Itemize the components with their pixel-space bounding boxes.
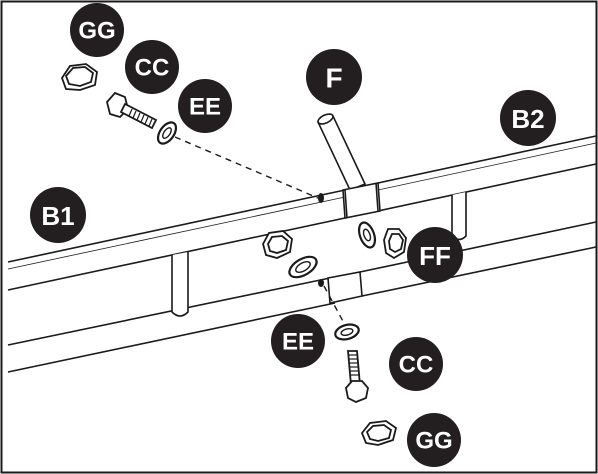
washer-middle-left: [288, 255, 318, 279]
badge-b2-text: B2: [511, 104, 544, 134]
badge-b1-text: B1: [41, 201, 74, 231]
badge-gg-bottom: GG: [407, 413, 461, 467]
badge-ee-bottom-text: EE: [282, 329, 314, 356]
badge-cc-top: CC: [125, 40, 179, 94]
badge-cc-bottom-text: CC: [399, 352, 434, 379]
nut-middle-left: [262, 230, 293, 259]
nut-gg-top: [60, 63, 98, 91]
badge-f-text: F: [325, 63, 342, 94]
badge-ee-top: EE: [178, 79, 232, 133]
nut-gg-bottom: [360, 420, 398, 446]
bolt-hole-upper: [318, 193, 324, 203]
bolt-hole-lower: [318, 279, 324, 287]
sleeve-connector-lower: [327, 271, 363, 304]
badge-ee-bottom: EE: [271, 314, 325, 368]
nut-ff: [383, 228, 407, 260]
bolt-cc-bottom: [345, 350, 369, 403]
sleeve-connector-upper: [342, 182, 381, 219]
badge-gg-top-text: GG: [78, 18, 115, 45]
washer-ee-top: [156, 121, 178, 145]
badge-ff: FF: [407, 227, 463, 283]
alignment-lines: [174, 136, 346, 326]
washer-middle-right: [357, 221, 377, 249]
badge-ee-top-text: EE: [189, 94, 221, 121]
badge-cc-top-text: CC: [135, 55, 170, 82]
badge-f: F: [306, 49, 362, 105]
rail-b-upper: [7, 135, 597, 291]
badge-ff-text: FF: [419, 241, 451, 271]
bolt-cc-top: [106, 91, 158, 130]
badge-cc-bottom: CC: [389, 337, 443, 391]
rail-stanchions: [171, 192, 467, 317]
badge-b2: B2: [500, 90, 556, 146]
washer-ee-bottom: [334, 323, 360, 341]
badge-gg-bottom-text: GG: [415, 428, 452, 455]
badge-b1: B1: [30, 187, 86, 243]
badge-gg-top: GG: [70, 3, 124, 57]
rail-b-lower: [7, 221, 597, 373]
pole-f: [316, 113, 367, 192]
